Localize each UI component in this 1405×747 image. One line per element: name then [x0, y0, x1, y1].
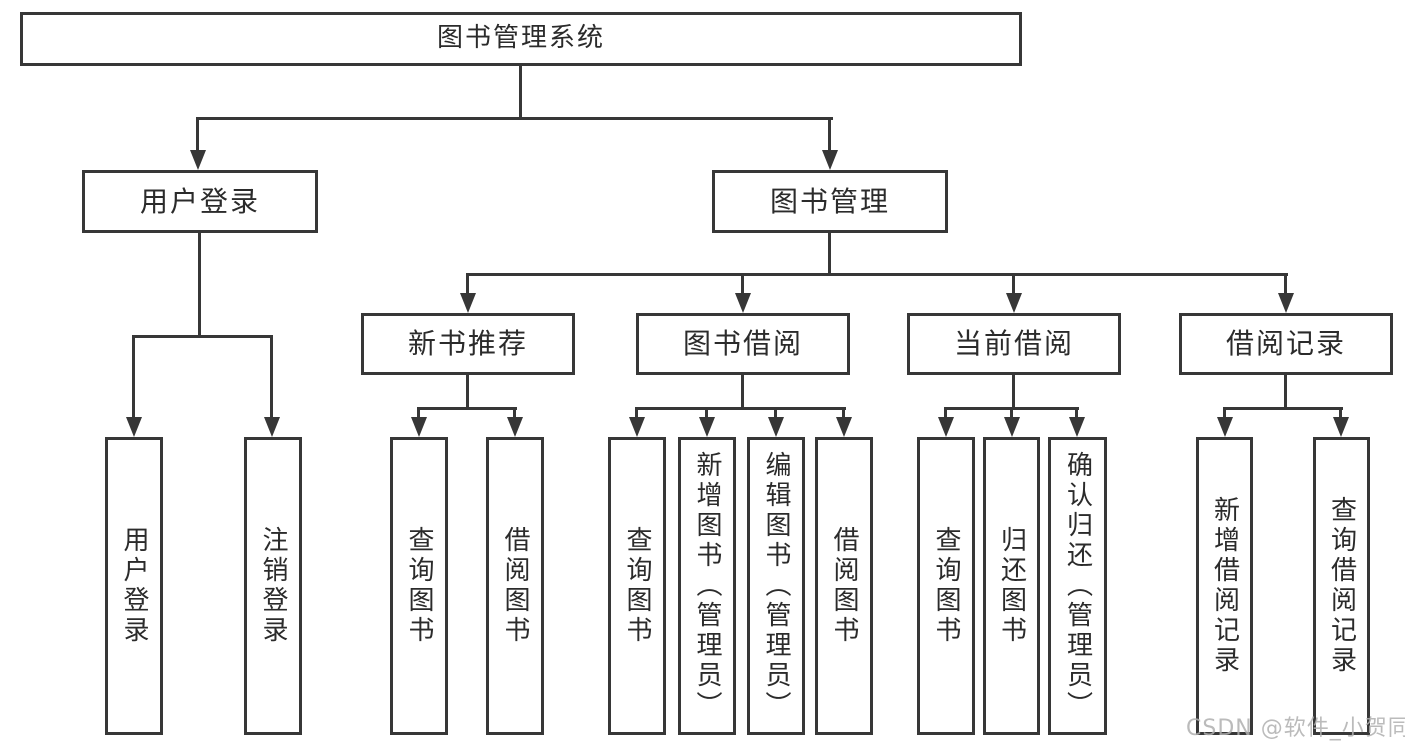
- arrowhead-to-confirm-return: [1069, 417, 1085, 437]
- arrowhead-to-borrow-records: [1278, 293, 1294, 313]
- node-root-label: 图书管理系统: [436, 23, 605, 54]
- node-user-login: 用户登录: [82, 170, 318, 233]
- leaf-logout-login-label: 注销登录: [258, 526, 288, 646]
- arrowhead-to-edit-book: [768, 417, 784, 437]
- connector-to-query-books-1-stem: [417, 407, 420, 423]
- leaf-add-borrow-record: 新增借阅记录: [1196, 437, 1253, 735]
- leaf-query-books-3: 查询图书: [917, 437, 975, 735]
- arrowhead-to-query-books-3: [938, 417, 954, 437]
- connector-book-management-hbar: [466, 273, 1288, 276]
- leaf-add-book-admin: 新增图书（管理员）: [678, 437, 736, 735]
- connector-to-leaf-user-login-stem: [132, 335, 135, 420]
- connector-to-leaf-logout-stem: [270, 335, 273, 420]
- node-borrow-records: 借阅记录: [1179, 313, 1393, 375]
- connector-to-edit-book-stem: [774, 407, 777, 423]
- leaf-logout-login: 注销登录: [244, 437, 302, 735]
- arrowhead-to-book-borrow: [735, 293, 751, 313]
- arrowhead-to-borrow-books-1: [507, 417, 523, 437]
- leaf-borrow-books-2: 借阅图书: [815, 437, 873, 735]
- arrowhead-to-user-login: [190, 150, 206, 170]
- arrowhead-to-query-record: [1333, 417, 1349, 437]
- node-current-borrow: 当前借阅: [907, 313, 1121, 375]
- connector-to-current-borrow-stem: [1012, 273, 1015, 298]
- arrowhead-to-current-borrow: [1006, 293, 1022, 313]
- node-root: 图书管理系统: [20, 12, 1022, 66]
- node-new-book-recommend-label: 新书推荐: [407, 327, 528, 361]
- leaf-confirm-return-admin: 确认归还（管理员）: [1048, 437, 1107, 735]
- leaf-user-login: 用户登录: [105, 437, 163, 735]
- arrowhead-to-borrow-books-2: [836, 417, 852, 437]
- arrowhead-to-leaf-user-login: [126, 417, 142, 437]
- leaf-query-books-2: 查询图书: [608, 437, 666, 735]
- connector-to-query-books-2-stem: [635, 407, 638, 423]
- arrowhead-to-book-management: [822, 150, 838, 170]
- connector-to-query-record-stem: [1339, 407, 1342, 423]
- arrowhead-to-add-book: [699, 417, 715, 437]
- connector-new-book-hbar: [417, 407, 517, 410]
- node-book-borrow: 图书借阅: [636, 313, 850, 375]
- csdn-watermark: CSDN @软件_小贺同学: [1186, 716, 1405, 741]
- connector-user-login-hbar: [132, 335, 273, 338]
- leaf-query-borrow-record: 查询借阅记录: [1313, 437, 1370, 735]
- connector-borrow-records-stem2: [1284, 375, 1287, 408]
- connector-user-login-stem: [198, 233, 201, 337]
- leaf-query-books-2-label: 查询图书: [622, 526, 652, 646]
- connector-root-stem: [519, 66, 522, 117]
- leaf-add-borrow-record-label: 新增借阅记录: [1209, 496, 1240, 676]
- arrowhead-to-add-record: [1217, 417, 1233, 437]
- arrowhead-to-query-books-2: [629, 417, 645, 437]
- leaf-add-book-admin-label: 新增图书（管理员）: [692, 451, 722, 721]
- connector-book-borrow-stem2: [741, 375, 744, 408]
- leaf-query-books-1: 查询图书: [390, 437, 448, 735]
- leaf-query-books-3-label: 查询图书: [931, 526, 961, 646]
- arrowhead-to-new-book: [460, 293, 476, 313]
- connector-to-borrow-books-2-stem: [842, 407, 845, 423]
- connector-to-query-books-3-stem: [944, 407, 947, 423]
- connector-current-borrow-stem2: [1012, 375, 1015, 408]
- node-user-login-label: 用户登录: [139, 184, 260, 218]
- leaf-edit-book-admin: 编辑图书（管理员）: [747, 437, 805, 735]
- connector-to-return-books-stem: [1010, 407, 1013, 423]
- connector-to-book-borrow-stem: [741, 273, 744, 298]
- connector-book-management-stem: [828, 233, 831, 275]
- node-book-management-label: 图书管理: [769, 184, 890, 218]
- node-borrow-records-label: 借阅记录: [1225, 327, 1346, 361]
- leaf-confirm-return-admin-label: 确认归还（管理员）: [1062, 451, 1093, 721]
- connector-to-borrow-books-1-stem: [513, 407, 516, 423]
- connector-to-book-management-stem: [828, 117, 831, 157]
- connector-to-add-book-stem: [705, 407, 708, 423]
- node-book-management: 图书管理: [712, 170, 948, 233]
- leaf-query-books-1-label: 查询图书: [404, 526, 434, 646]
- node-new-book-recommend: 新书推荐: [361, 313, 575, 375]
- node-book-borrow-label: 图书借阅: [682, 327, 803, 361]
- connector-book-borrow-hbar: [635, 407, 846, 410]
- node-current-borrow-label: 当前借阅: [953, 327, 1074, 361]
- connector-to-borrow-records-stem: [1284, 273, 1287, 298]
- leaf-return-books-label: 归还图书: [996, 526, 1027, 646]
- arrowhead-to-return-books: [1004, 417, 1020, 437]
- connector-root-hbar: [197, 117, 833, 120]
- arrowhead-to-leaf-logout: [264, 417, 280, 437]
- connector-to-user-login-stem: [196, 117, 199, 157]
- connector-to-add-record-stem: [1223, 407, 1226, 423]
- leaf-return-books: 归还图书: [983, 437, 1040, 735]
- leaf-edit-book-admin-label: 编辑图书（管理员）: [761, 451, 791, 721]
- connector-to-new-book-stem: [466, 273, 469, 298]
- connector-borrow-records-hbar: [1223, 407, 1343, 410]
- leaf-query-borrow-record-label: 查询借阅记录: [1326, 496, 1357, 676]
- leaf-borrow-books-1: 借阅图书: [486, 437, 544, 735]
- leaf-user-login-label: 用户登录: [119, 526, 149, 646]
- connector-to-confirm-return-stem: [1075, 407, 1078, 423]
- arrowhead-to-query-books-1: [411, 417, 427, 437]
- leaf-borrow-books-1-label: 借阅图书: [500, 526, 530, 646]
- leaf-borrow-books-2-label: 借阅图书: [829, 526, 859, 646]
- connector-new-book-stem: [466, 375, 469, 408]
